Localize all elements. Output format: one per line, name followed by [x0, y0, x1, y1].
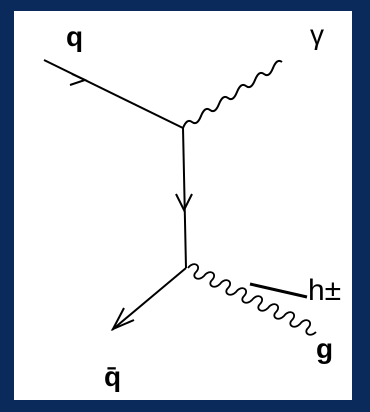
photon-line — [182, 59, 283, 129]
antiquark-label: q̄ — [104, 361, 121, 392]
diagram-panel — [14, 11, 352, 400]
antiquark-line — [111, 267, 187, 331]
photon-label: γ — [310, 19, 324, 50]
antiquark-arrow-icon — [110, 307, 135, 332]
annotation-pointer — [249, 282, 308, 299]
quark-arrow-icon — [69, 73, 88, 86]
quark-label: q — [66, 21, 83, 52]
gluon-label: g — [316, 333, 333, 364]
propagator-arrow-icon — [175, 193, 193, 213]
annotation-label: h± — [308, 274, 341, 307]
propagator-line — [182, 127, 187, 269]
gluon-line — [187, 263, 317, 336]
quark-line — [43, 59, 184, 129]
